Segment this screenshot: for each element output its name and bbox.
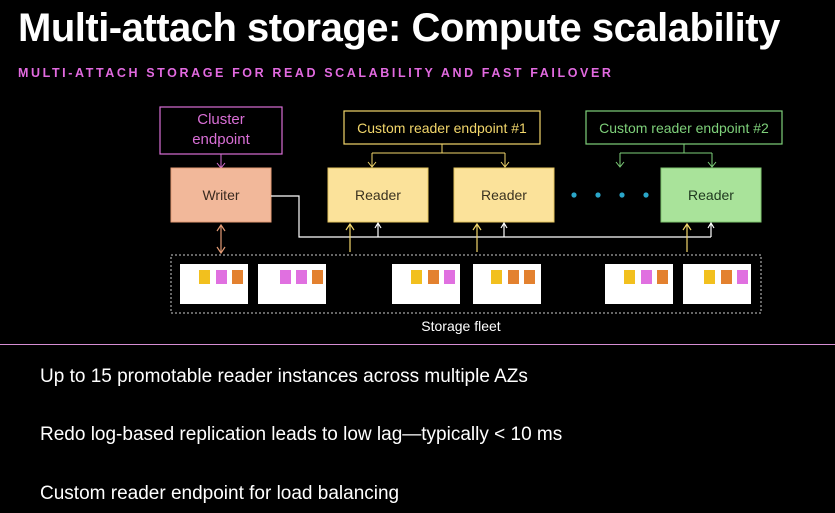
more-readers-dots [571,192,649,198]
replication-line [271,195,711,238]
reader-instance-1 [327,167,429,223]
writer-storage-arrow [216,223,226,255]
writer-instance [170,167,272,223]
architecture-diagram: Cluster endpoint Custom reader endpoint … [159,106,783,334]
bullet-redo-log-replication: Redo log-based replication leads to low … [40,424,563,445]
section-divider [0,344,835,345]
custom-endpoint-1-connector [371,144,506,166]
slide-title: Multi-attach storage: Compute scalabilit… [18,6,780,50]
bullet-custom-endpoint: Custom reader endpoint for load balancin… [40,483,400,504]
storage-reader-arrows [345,222,692,252]
reader-3-label: Reader [688,187,734,203]
bullet-promotable-readers: Up to 15 promotable reader instances acr… [40,366,528,387]
storage-fleet-label: Storage fleet [421,318,500,334]
custom-endpoint-1-label: Custom reader endpoint #1 [357,120,527,136]
custom-endpoint-2-arrowhead-b [707,161,717,168]
reader-2-label: Reader [481,187,527,203]
reader-1-label: Reader [355,187,401,203]
storage-nodes [180,264,751,304]
custom-endpoint-1-arrowhead-b [500,161,510,168]
custom-endpoint-2-arrowhead-a [615,161,625,168]
custom-endpoint-2-connector [619,144,713,166]
cluster-endpoint-label-2: endpoint [192,131,250,148]
writer-label: Writer [202,187,239,203]
reader-instance-3 [660,167,762,223]
custom-endpoint-1-arrowhead-a [367,161,377,168]
slide-subtitle: MULTI-ATTACH STORAGE FOR READ SCALABILIT… [18,66,614,80]
reader-instance-2 [453,167,555,223]
custom-endpoint-2-label: Custom reader endpoint #2 [599,120,769,136]
replication-arrows [374,221,715,237]
cluster-endpoint-label-1: Cluster [197,111,245,128]
